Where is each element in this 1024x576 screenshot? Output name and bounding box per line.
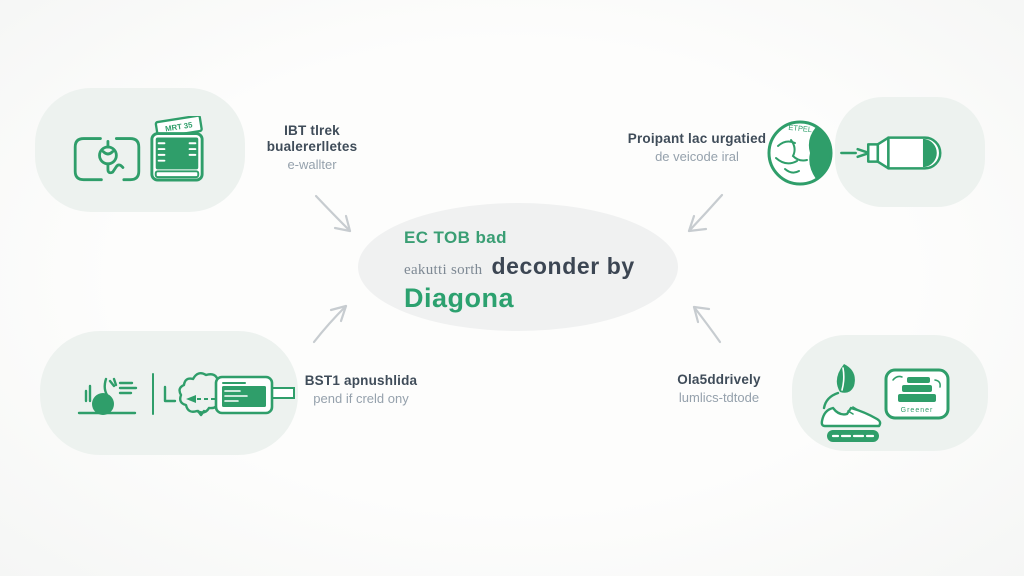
- center-line1: EC TOB bad: [404, 228, 507, 247]
- top-right-title-line1: Proipant lac urgatied: [627, 131, 767, 146]
- node-bottom-left: [40, 331, 298, 455]
- arrow-top-left: [314, 194, 352, 233]
- arrow-bottom-left: [312, 304, 348, 344]
- label-bottom-right: Ola5ddrively lumlics-tdtode: [648, 372, 790, 406]
- globe-stamp-icon: ETPEL: [767, 120, 833, 186]
- arrow-bottom-right: [692, 305, 722, 344]
- top-left-subtitle: e-wallter: [287, 157, 337, 172]
- bottom-right-title-line1: Ola5ddrively: [677, 372, 761, 387]
- bottom-right-subtitle: lumlics-tdtode: [678, 390, 760, 405]
- label-top-right: Proipant lac urgatied de veicode iral: [612, 131, 782, 165]
- layered-card-text: Greener: [901, 407, 934, 414]
- node-top-left: MRT 35: [35, 88, 245, 212]
- top-left-title-line1: IBT tlrek: [284, 123, 340, 138]
- layered-card-icon: Greener: [884, 368, 950, 420]
- arrow-top-right: [687, 193, 724, 233]
- wallet-card-text: MRT 35: [165, 120, 194, 133]
- divider-line: [152, 373, 154, 415]
- card-reader-icon: [214, 375, 295, 415]
- center-node: EC TOB bad eakutti sorth deconder by Diag…: [358, 203, 678, 331]
- spray-bottle-icon: [840, 136, 942, 170]
- label-top-left: IBT tlrek bualererlletes e-wallter: [238, 123, 386, 173]
- globe-arc-text: ETPEL: [788, 123, 813, 134]
- contactless-card-icon: [73, 137, 141, 182]
- eco-sneaker-icon: [820, 364, 882, 442]
- label-bottom-left: BST1 apnushlida pend if creld ony: [290, 373, 432, 407]
- top-right-subtitle: de veicode iral: [655, 149, 739, 164]
- bottom-left-title-line1: BST1 apnushlida: [304, 373, 418, 388]
- node-bottom-right: Greener: [792, 335, 988, 451]
- reader-pointer-arrow: [186, 395, 215, 403]
- center-line2-prefix: eakutti sorth: [404, 262, 483, 278]
- checkout-cart-icon: [77, 377, 138, 415]
- wallet-ticket-icon: MRT 35: [150, 116, 204, 182]
- bottom-left-subtitle: pend if creld ony: [313, 391, 409, 406]
- top-left-title-line2: bualererlletes: [266, 139, 358, 154]
- center-line3-brand: Diagona: [404, 283, 515, 313]
- center-line2-main: deconder by: [491, 253, 635, 279]
- node-top-right: [835, 97, 985, 207]
